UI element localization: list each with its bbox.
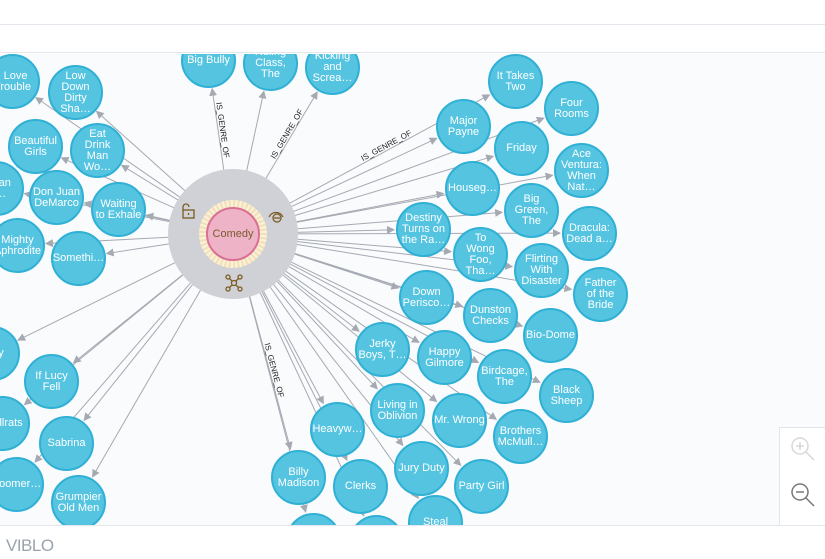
movie-node[interactable]: Four Rooms: [544, 81, 599, 136]
footer: VIBLO: [0, 525, 825, 559]
movie-node[interactable]: Black Sheep: [539, 368, 594, 423]
movie-node[interactable]: Party Girl: [454, 459, 509, 514]
edge-label: IS_GENRE_OF: [214, 102, 231, 159]
edge-label: IS_GENRE_OF: [360, 128, 414, 163]
edge-is-genre-of[interactable]: [209, 87, 225, 173]
zoom-controls: [779, 427, 825, 525]
movie-node[interactable]: Grumpier Old Men: [51, 475, 106, 525]
movie-node[interactable]: Beautiful Girls: [8, 119, 63, 174]
edge-is-genre-of[interactable]: [268, 284, 419, 500]
movie-node[interactable]: Heavyw…: [310, 402, 365, 457]
edge-is-genre-of[interactable]: [281, 271, 360, 332]
edge-is-genre-of[interactable]: [264, 91, 318, 181]
movie-node[interactable]: Birdcage, The: [477, 349, 532, 404]
movie-node[interactable]: Dracula: Dead a…: [562, 206, 617, 261]
movie-node[interactable]: Mighty Aphrodite: [0, 218, 45, 273]
movie-node[interactable]: Flirting With Disaster: [514, 243, 569, 298]
movie-node[interactable]: Destiny Turns on the Ra…: [396, 202, 451, 257]
movie-node[interactable]: If Lucy Fell: [24, 354, 79, 409]
edge-is-genre-of[interactable]: [294, 225, 396, 234]
movie-node[interactable]: Big Green, The: [504, 183, 559, 238]
edge-is-genre-of[interactable]: [291, 252, 400, 290]
movie-node[interactable]: Low Down Dirty Sha…: [48, 65, 103, 120]
movie-node[interactable]: Living in Oblivion: [370, 383, 425, 438]
movie-node[interactable]: Somethi…: [51, 231, 106, 286]
edge-is-genre-of[interactable]: [120, 164, 181, 202]
zoom-in-icon[interactable]: [788, 434, 818, 464]
edge-is-genre-of[interactable]: [293, 190, 445, 223]
movie-node[interactable]: Jury Duty: [394, 441, 449, 496]
movie-node[interactable]: Brothers McMull…: [493, 409, 548, 464]
movie-node[interactable]: Major Payne: [436, 99, 491, 154]
node-comedy[interactable]: Comedy: [206, 207, 260, 261]
edge-is-genre-of[interactable]: [274, 279, 378, 390]
edge-is-genre-of[interactable]: [145, 212, 173, 222]
movie-node[interactable]: Boomer…: [0, 457, 44, 512]
edge-is-genre-of[interactable]: [95, 110, 188, 193]
query-bar: [0, 25, 825, 53]
movie-node[interactable]: Sabrina: [39, 416, 94, 471]
edge-is-genre-of[interactable]: [245, 90, 267, 174]
edge-label: IS_GENRE_OF: [269, 108, 305, 161]
edge-is-genre-of[interactable]: [261, 288, 324, 405]
edge-is-genre-of[interactable]: [288, 137, 438, 209]
edge-is-genre-of[interactable]: [17, 261, 178, 341]
movie-node[interactable]: Friday: [494, 121, 549, 176]
movie-node[interactable]: Ace Ventura: When Nat…: [554, 143, 609, 198]
edge-is-genre-of[interactable]: [105, 242, 172, 257]
movie-node[interactable]: Clerks: [333, 459, 388, 514]
edge-is-genre-of[interactable]: [248, 293, 293, 450]
movie-node[interactable]: Happy Gilmore: [417, 330, 472, 385]
edge-is-genre-of[interactable]: [83, 282, 195, 422]
movie-node[interactable]: Billy Madison: [271, 450, 326, 505]
movie-node[interactable]: Don Juan DeMarco: [29, 170, 84, 225]
movie-node[interactable]: Waiting to Exhale: [91, 182, 146, 237]
movie-node[interactable]: Down Perisco…: [399, 270, 454, 325]
movie-node[interactable]: Jerky Boys, T…: [355, 322, 410, 377]
movie-node[interactable]: To Wong Foo, Tha…: [453, 227, 508, 282]
top-bar: [0, 0, 825, 25]
movie-node[interactable]: Father of the Bride: [573, 267, 628, 322]
edge-is-genre-of[interactable]: [92, 287, 203, 478]
viblo-logo: VIBLO: [6, 536, 54, 555]
edge-is-genre-of[interactable]: [293, 172, 554, 224]
movie-node[interactable]: Bio-Dome: [523, 308, 578, 363]
zoom-out-icon[interactable]: [788, 480, 818, 510]
edge-is-genre-of[interactable]: [72, 272, 186, 364]
movie-node[interactable]: Mr. Wrong: [432, 393, 487, 448]
movie-node[interactable]: Houseg…: [445, 161, 500, 216]
movie-node[interactable]: Dunston Checks: [463, 288, 518, 343]
movie-node[interactable]: It Takes Two: [488, 54, 543, 109]
movie-node[interactable]: Eat Drink Man Wo…: [70, 123, 125, 178]
